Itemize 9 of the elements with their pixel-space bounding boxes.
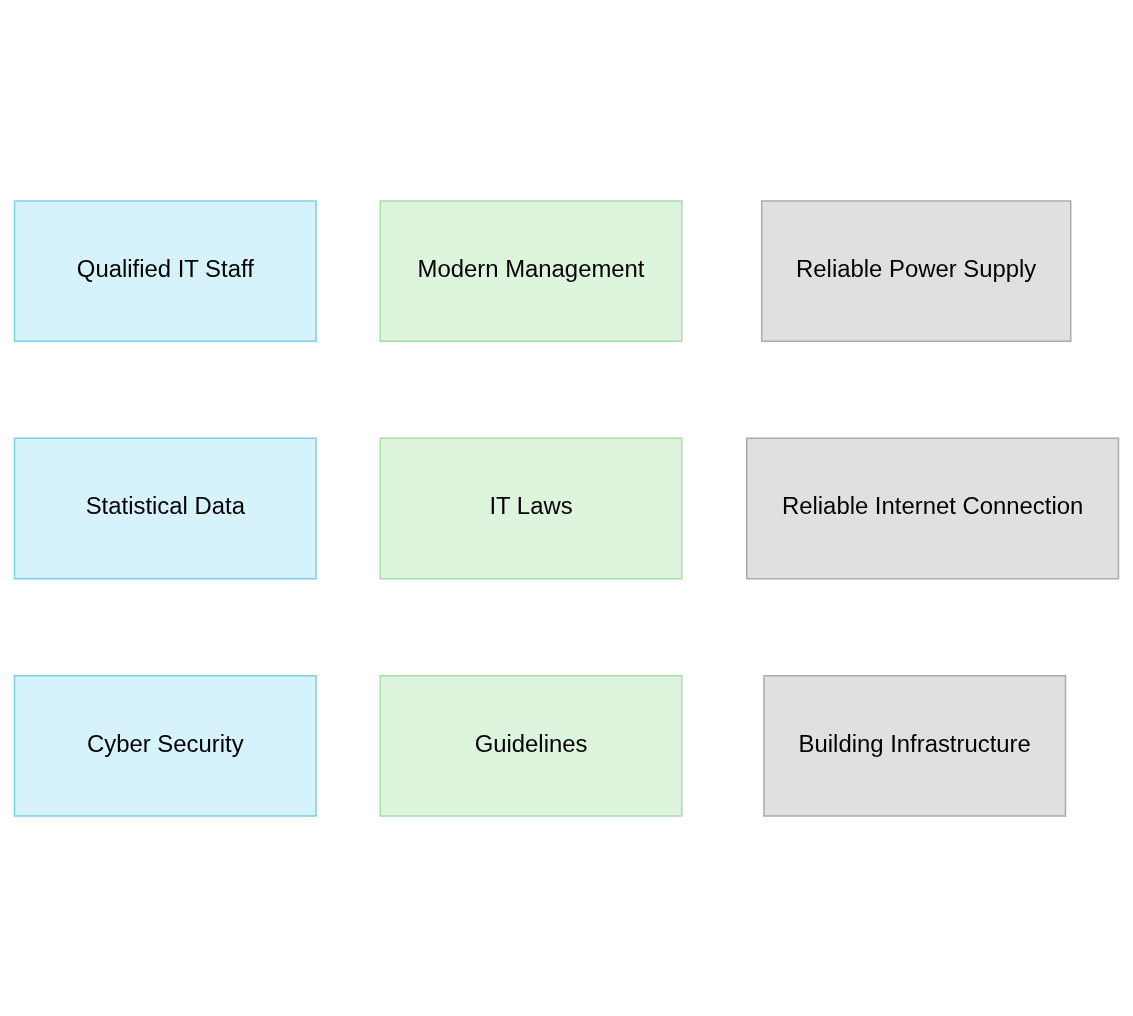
- node-box: Reliable Power Supply: [760, 199, 1072, 342]
- node-box: Cyber Security: [13, 674, 317, 817]
- node-box: IT Laws: [379, 437, 683, 579]
- node-box: Guidelines: [379, 674, 683, 817]
- node-box: Qualified IT Staff: [13, 199, 317, 342]
- node-box: Building Infrastructure: [763, 674, 1067, 817]
- node-box: Modern Management: [379, 199, 683, 342]
- node-box: Statistical Data: [13, 437, 317, 579]
- node-box: Reliable Internet Connection: [746, 437, 1120, 579]
